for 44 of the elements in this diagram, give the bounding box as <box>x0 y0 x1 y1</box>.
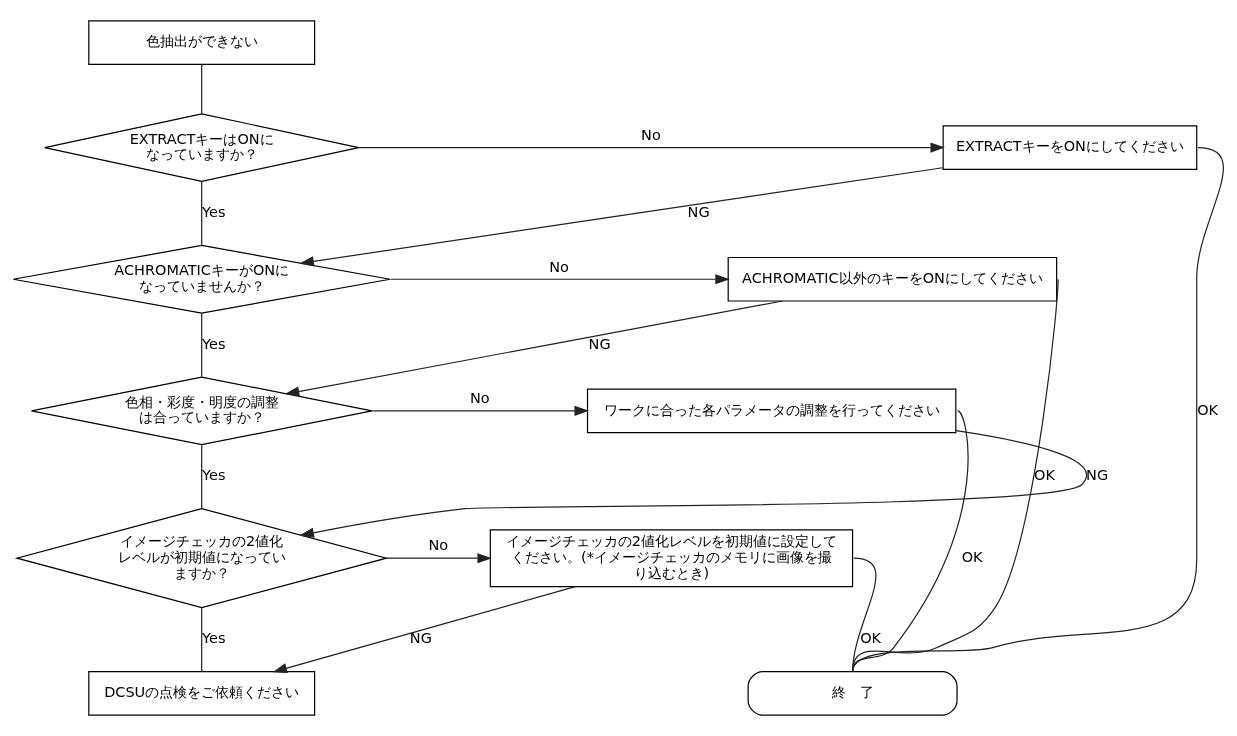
connector <box>201 444 203 509</box>
arrow <box>389 274 730 285</box>
edge-label: No <box>469 390 490 407</box>
connector <box>201 63 203 115</box>
arrow <box>299 430 1087 538</box>
edge-label: No <box>641 126 661 143</box>
node-box: 色抽出ができない <box>88 20 316 65</box>
node-box: イメージチェッカの2値化レベルを初期値に設定してください。(*イメージチェッカのメモリに画像を撮り込むとき) <box>489 529 854 588</box>
connector <box>201 312 203 378</box>
edge-label: NG <box>687 204 710 221</box>
edge-label: NG <box>409 630 432 647</box>
node-box: DCSUの点検をご依頼ください <box>88 671 316 716</box>
arrow <box>358 142 945 153</box>
arrow <box>386 553 492 564</box>
node-diamond: EXTRACTキーはONになっていますか？ <box>44 113 360 183</box>
edge-label: NG <box>1086 467 1109 484</box>
connector <box>201 607 203 673</box>
edge-label: No <box>428 537 449 554</box>
edge-label: No <box>549 258 569 275</box>
edge-label: Yes <box>202 204 226 221</box>
node-box: EXTRACTキーをONにしてください <box>942 125 1198 170</box>
edge-label: OK <box>1034 467 1056 484</box>
arrow <box>299 167 944 267</box>
arrow <box>272 586 576 674</box>
node-diamond: 色相・彩度・明度の調整は合っていますか？ <box>30 376 373 446</box>
edge-label: OK <box>860 630 882 647</box>
edge-label: OK <box>1197 401 1219 418</box>
connector <box>851 278 1059 673</box>
node-box: ACHROMATIC以外のキーをONにしてください <box>727 256 1058 302</box>
node-diamond: ACHROMATICキーがONになっていませんか？ <box>12 244 391 314</box>
connector <box>851 410 969 673</box>
arrow <box>371 405 589 416</box>
connector <box>851 147 1224 673</box>
edge-label: NG <box>588 335 611 352</box>
edge-label: Yes <box>202 467 226 484</box>
edge-label: OK <box>961 548 983 565</box>
node-diamond: イメージチェッカの2値化レベルが初期値になっていますか？ <box>14 508 389 609</box>
node-box: 終 了 <box>747 671 958 716</box>
arrow <box>284 300 784 397</box>
edge-label: Yes <box>202 630 226 647</box>
connector <box>851 557 877 673</box>
connector <box>201 180 203 246</box>
node-box: ワークに合った各パラメータの調整を行ってください <box>586 388 957 434</box>
edge-label: Yes <box>202 335 226 352</box>
